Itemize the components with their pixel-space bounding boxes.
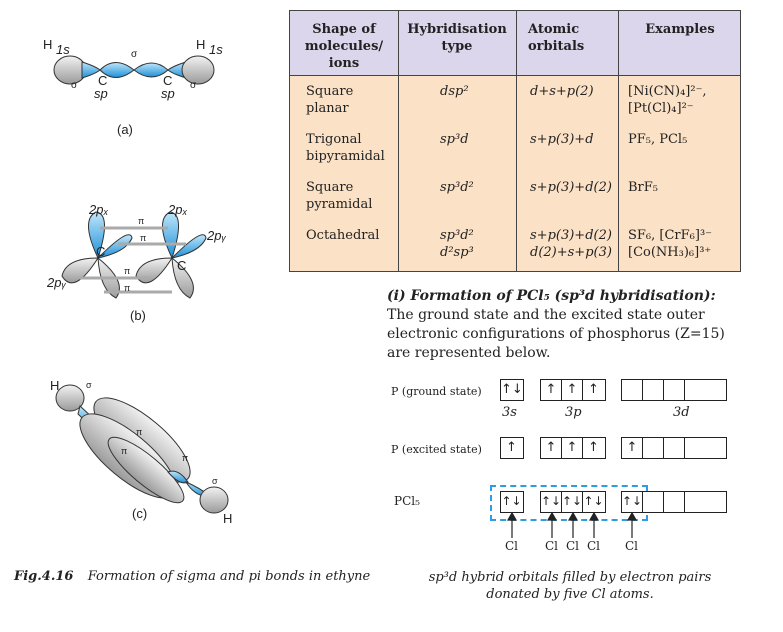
orbital-3p: ↑↓ ↑↓ ↑↓: [540, 491, 606, 513]
figure-caption-text: Formation of sigma and pi bonds in ethyn…: [87, 569, 371, 584]
label-2px: 2pₓ: [89, 202, 109, 217]
cell-examples: SF₆, [CrF₆]³⁻ [Co(NH₃)₆]³⁺: [628, 228, 713, 260]
label-sigma: σ: [86, 380, 92, 390]
cell-hybridisation: sp³d² d²sp³: [440, 228, 474, 260]
label-sp: sp: [94, 86, 108, 101]
label-1s: 1s: [56, 42, 70, 57]
pi-bond-diagram: [61, 211, 207, 299]
label-3p: 3p: [565, 405, 582, 420]
orbital-3d: [621, 379, 727, 401]
donation-arrows: [506, 511, 638, 538]
pcl5-label: PCl₅: [394, 494, 420, 508]
label-3s: 3s: [502, 405, 517, 420]
label-pi: π: [140, 233, 147, 243]
header-examples: Examples: [645, 22, 715, 37]
orbital-3s: ↑↓: [500, 491, 524, 513]
orbital-3d: ↑↓: [621, 491, 727, 513]
label-c: C: [98, 73, 108, 88]
orbital-3p: ↑ ↑ ↑: [540, 379, 606, 401]
label-sigma: σ: [190, 80, 197, 91]
table-header-row: [290, 11, 740, 76]
label-c: C: [96, 244, 106, 259]
excited-state-label: P (excited state): [391, 443, 482, 456]
cell-shape: Octahedral: [306, 228, 380, 243]
label-2py: 2pᵧ: [47, 275, 67, 290]
header-hybridisation: Hybridisation type: [407, 22, 507, 54]
cell-hybridisation: dsp²: [440, 84, 469, 99]
label-sigma: σ: [131, 49, 138, 60]
figure-number: Fig.4.16: [14, 569, 74, 584]
label-h: H: [196, 37, 206, 52]
label-2py: 2pᵧ: [207, 228, 227, 243]
cell-orbitals: d+s+p(2): [530, 84, 594, 99]
label-pi: π: [136, 427, 143, 437]
orbital-3s: ↑↓: [500, 379, 524, 401]
figure-caption: Fig.4.16 Formation of sigma and pi bonds…: [14, 568, 374, 585]
label-pi: π: [182, 453, 189, 463]
label-c: C: [163, 73, 173, 88]
label-h: H: [50, 378, 60, 393]
part-label-a: (a): [117, 122, 133, 137]
label-pi: π: [124, 283, 131, 293]
ethyne-overlap-diagram: [55, 384, 229, 514]
ground-state-label: P (ground state): [391, 385, 482, 398]
config-caption: sp³d hybrid orbitals filled by electron …: [428, 570, 712, 602]
label-sp: sp: [161, 86, 175, 101]
label-sigma: σ: [212, 476, 218, 486]
section-heading: (i) Formation of PCl₅ (sp³d hybridisatio…: [387, 288, 716, 304]
cell-examples: BrF₅: [628, 180, 658, 195]
cell-shape: Square planar: [306, 84, 354, 116]
cl-label: Cl: [505, 539, 519, 553]
cl-label: Cl: [587, 539, 601, 553]
label-h: H: [223, 511, 233, 526]
cell-examples: PF₅, PCl₅: [628, 132, 688, 147]
cl-label: Cl: [545, 539, 559, 553]
cl-label: Cl: [625, 539, 639, 553]
label-sigma: σ: [71, 80, 78, 91]
label-pi: π: [121, 446, 128, 456]
header-orbitals: Atomic orbitals: [528, 22, 585, 54]
cell-hybridisation: sp³d: [440, 132, 469, 147]
sigma-bond-diagram: [53, 55, 215, 85]
cell-shape: Square pyramidal: [306, 180, 373, 212]
part-label-c: (c): [132, 506, 148, 521]
label-1s: 1s: [209, 42, 223, 57]
orbital-3p: ↑ ↑ ↑: [540, 437, 606, 459]
cell-orbitals: s+p(3)+d(2) d(2)+s+p(3): [530, 228, 612, 260]
label-3d: 3d: [673, 405, 690, 420]
cell-examples: [Ni(CN)₄]²⁻, [Pt(Cl)₄]²⁻: [628, 84, 707, 116]
hybridisation-table: Shape of molecules/ ions Hybridisation t…: [289, 10, 741, 272]
label-2px: 2pₓ: [168, 202, 188, 217]
header-shape: Shape of molecules/ ions: [304, 22, 384, 71]
orbital-3s: ↑: [500, 437, 524, 459]
cell-hybridisation: sp³d²: [440, 180, 474, 195]
cell-orbitals: s+p(3)+d(2): [530, 180, 612, 195]
part-label-b: (b): [130, 308, 146, 323]
section-text: The ground state and the excited state o…: [387, 307, 725, 361]
label-pi: π: [124, 266, 131, 276]
label-pi: π: [138, 216, 145, 226]
label-c: C: [177, 258, 187, 273]
orbital-3d: ↑: [621, 437, 727, 459]
cell-orbitals: s+p(3)+d: [530, 132, 594, 147]
cell-shape: Trigonal bipyramidal: [306, 132, 385, 164]
label-h: H: [43, 37, 53, 52]
ethyne-bonding-figure: [53, 55, 229, 514]
cl-label: Cl: [566, 539, 580, 553]
